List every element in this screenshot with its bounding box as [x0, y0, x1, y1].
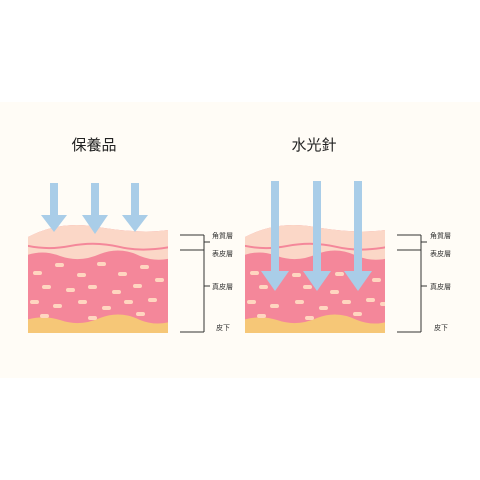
- arrows-right: [261, 181, 372, 291]
- arrow-left-3: [122, 183, 148, 232]
- label-left-dermis: 真皮層: [212, 282, 233, 291]
- fat-cells-left: [30, 262, 164, 320]
- label-right-subcutaneous: 皮下: [434, 323, 448, 332]
- arrows-left: [41, 183, 148, 234]
- subcutaneous-right: [245, 314, 385, 333]
- arrow-right-3: [344, 181, 372, 291]
- label-right-stratum-corneum: 角質層: [430, 231, 451, 240]
- brackets-right: [397, 234, 427, 333]
- right-title: 水光針: [291, 136, 336, 154]
- label-left-epidermis: 表皮層: [212, 249, 233, 258]
- label-left-stratum-corneum: 角質層: [212, 231, 233, 240]
- arrow-right-1: [261, 181, 289, 291]
- label-right-epidermis: 表皮層: [430, 249, 451, 258]
- left-title: 保養品: [71, 136, 116, 154]
- fat-cells-right: [247, 271, 385, 320]
- subcutaneous-left: [28, 314, 168, 333]
- arrow-left-1: [41, 183, 67, 232]
- label-right-dermis: 真皮層: [430, 282, 451, 291]
- arrow-left-2: [82, 183, 108, 234]
- epidermis-left: [28, 224, 168, 249]
- label-left-subcutaneous: 皮下: [216, 323, 230, 332]
- skin-left: [28, 224, 168, 333]
- epidermis-wave-left: [28, 244, 168, 260]
- brackets-left: [180, 234, 210, 333]
- arrow-right-2: [303, 181, 331, 291]
